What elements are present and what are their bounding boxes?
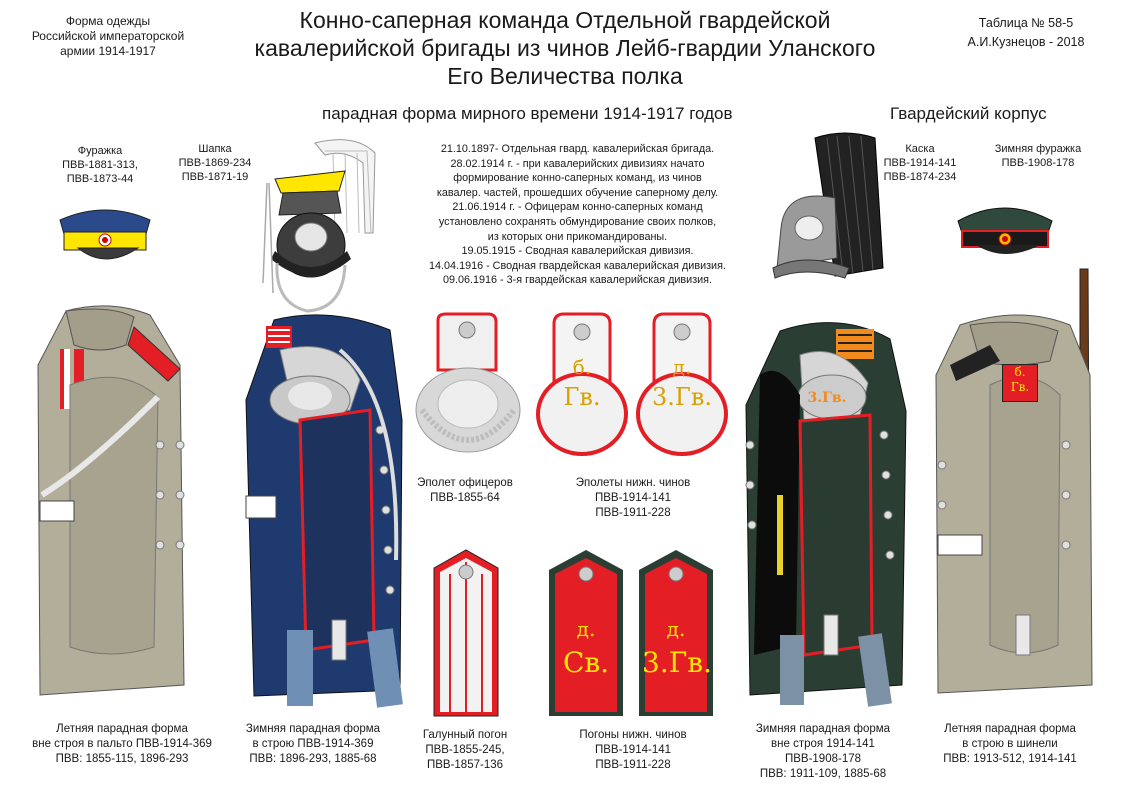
left-note: Форма одежды Российской императорской ар… [31,14,185,58]
nco-epaulette-icon [536,312,628,456]
history-notes: 21.10.1897- Отдельная гвард. кавалерийск… [429,143,726,287]
uniform4-strap-badge: б. Гв. [1002,364,1038,402]
table-number: Таблица № 58-5 А.И.Кузнецов - 2018 [967,16,1085,49]
nco-straps-label: Погоны нижн. чинов ПВВ-1914-141 ПВВ-1911… [579,729,687,771]
nco-epaulettes-label: Эполеты нижн. чинов ПВВ-1914-141 ПВВ-191… [575,477,691,519]
shapka-helmet-icon [262,139,376,313]
winter-furazhka-label: Зимняя фуражка ПВВ-1908-178 [994,143,1082,169]
uniform-summer-greatcoat-figure [935,268,1093,694]
galloon-shoulder-strap-icon [433,549,499,717]
nco-epaulette-icon [636,312,728,456]
nco-strap1-text: д. Св. [562,617,610,679]
uniform3-epaulette-badge: 3.Гв. [807,390,847,406]
nco-epaulette2-text: д. 3.Гв. [652,355,712,411]
nco-strap2-text: д. 3.Гв. [642,617,712,679]
corps-label: Гвардейский корпус [890,104,1047,123]
winter-furazhka-icon [957,207,1053,254]
uniform3-caption: Зимняя парадная форма вне строя 1914-141… [755,723,891,780]
furazhka-label: Фуражка ПВВ-1881-313, ПВВ-1873-44 [62,145,138,185]
uniform1-caption: Летняя парадная форма вне строя в пальто… [32,723,212,765]
page-subtitle: парадная форма мирного времени 1914-1917… [322,104,733,123]
kaska-label: Каска ПВВ-1914-141 ПВВ-1874-234 [883,143,957,183]
uniform4-caption: Летняя парадная форма в строю в шинели П… [943,723,1077,765]
nco-shoulder-strap-icon [639,550,713,716]
page-title: Конно-саперная команда Отдельной гвардей… [254,7,876,89]
nco-shoulder-strap-icon [549,550,623,716]
uniform-winter-ulanka-figure [245,314,403,708]
officer-epaulette-icon [415,312,521,453]
kaska-helmet-icon [772,132,884,279]
furazhka-cap-icon [59,209,151,260]
nco-epaulette1-text: б. Гв. [563,355,601,411]
uniform-summer-coat-figure [37,305,185,696]
galloon-strap-label: Галунный погон ПВВ-1855-245, ПВВ-1857-13… [422,729,508,771]
shapka-label: Шапка ПВВ-1869-234 ПВВ-1871-19 [178,143,252,183]
officer-epaulette-label: Эполет офицеров ПВВ-1855-64 [417,477,513,504]
uniform-winter-dress-figure [745,322,907,707]
uniform2-caption: Зимняя парадная форма в строю ПВВ-1914-3… [245,723,381,765]
